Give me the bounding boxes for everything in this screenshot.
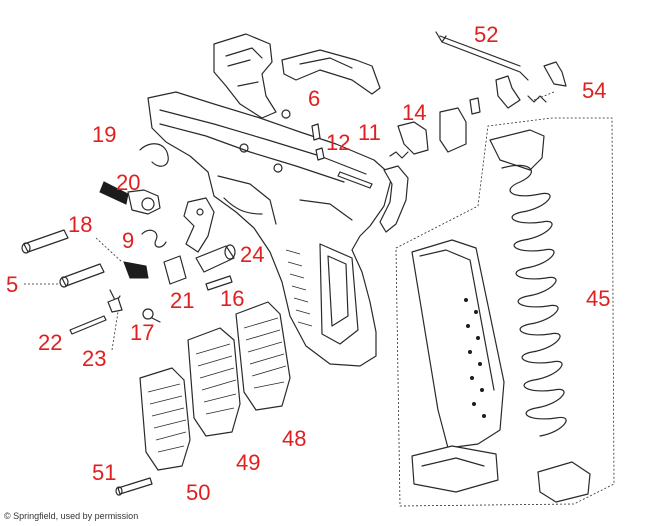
- frame-drawing: [147, 91, 393, 367]
- magazine-witness-holes: [464, 298, 486, 418]
- part-51-drawing: [115, 477, 153, 496]
- label-part-51[interactable]: 51: [92, 460, 116, 485]
- part-19-drawing: [139, 143, 169, 167]
- label-part-22[interactable]: 22: [38, 330, 62, 355]
- label-part-23[interactable]: 23: [82, 346, 106, 371]
- part-20-drawing: [99, 181, 161, 215]
- label-part-19[interactable]: 19: [92, 122, 116, 147]
- label-part-16[interactable]: 16: [220, 286, 244, 311]
- part-14-drawing: [397, 97, 481, 155]
- part-9-drawing: [141, 229, 167, 248]
- label-part-5[interactable]: 5: [6, 272, 18, 297]
- trigger-drawing: [183, 197, 215, 253]
- slide-stop-assembly-drawing: [213, 33, 381, 119]
- backstrap-49-drawing: [187, 327, 241, 437]
- label-part-54[interactable]: 54: [582, 78, 606, 103]
- label-part-21[interactable]: 21: [170, 288, 194, 313]
- label-part-11[interactable]: 11: [358, 120, 381, 145]
- leader-lines: [24, 91, 555, 351]
- part-6-drawing: [281, 109, 325, 161]
- label-part-24[interactable]: 24: [240, 242, 264, 267]
- part-number-labels: 52 54 6 14 19 12 11 20 18 9 24 5 21 16 2…: [6, 22, 610, 505]
- label-part-20[interactable]: 20: [116, 170, 140, 195]
- label-part-6[interactable]: 6: [308, 86, 320, 111]
- part-52-drawing: [435, 31, 529, 81]
- part-22-23-17-drawing: [69, 289, 161, 335]
- copyright-credit: © Springfield, used by permission: [4, 511, 138, 521]
- backstrap-50-drawing: [139, 367, 191, 471]
- label-part-50[interactable]: 50: [186, 480, 210, 505]
- part-21-drawing: [163, 255, 187, 285]
- label-part-52[interactable]: 52: [474, 22, 498, 47]
- magazine-group-drawing: [395, 117, 615, 507]
- part-12-11-drawing: [337, 151, 409, 233]
- label-part-18[interactable]: 18: [68, 212, 92, 237]
- part-18-5-drawing: [21, 229, 149, 288]
- part-54-drawing: [495, 61, 567, 109]
- frame-grip-texture: [285, 243, 359, 345]
- label-part-14[interactable]: 14: [402, 100, 426, 125]
- backstrap-48-drawing: [235, 301, 291, 411]
- label-part-12[interactable]: 12: [326, 130, 350, 155]
- label-part-49[interactable]: 49: [236, 450, 260, 475]
- label-part-48[interactable]: 48: [282, 426, 306, 451]
- part-24-16-drawing: [195, 244, 236, 291]
- label-part-45[interactable]: 45: [586, 286, 610, 311]
- label-part-9[interactable]: 9: [122, 228, 134, 253]
- label-part-17[interactable]: 17: [130, 320, 154, 345]
